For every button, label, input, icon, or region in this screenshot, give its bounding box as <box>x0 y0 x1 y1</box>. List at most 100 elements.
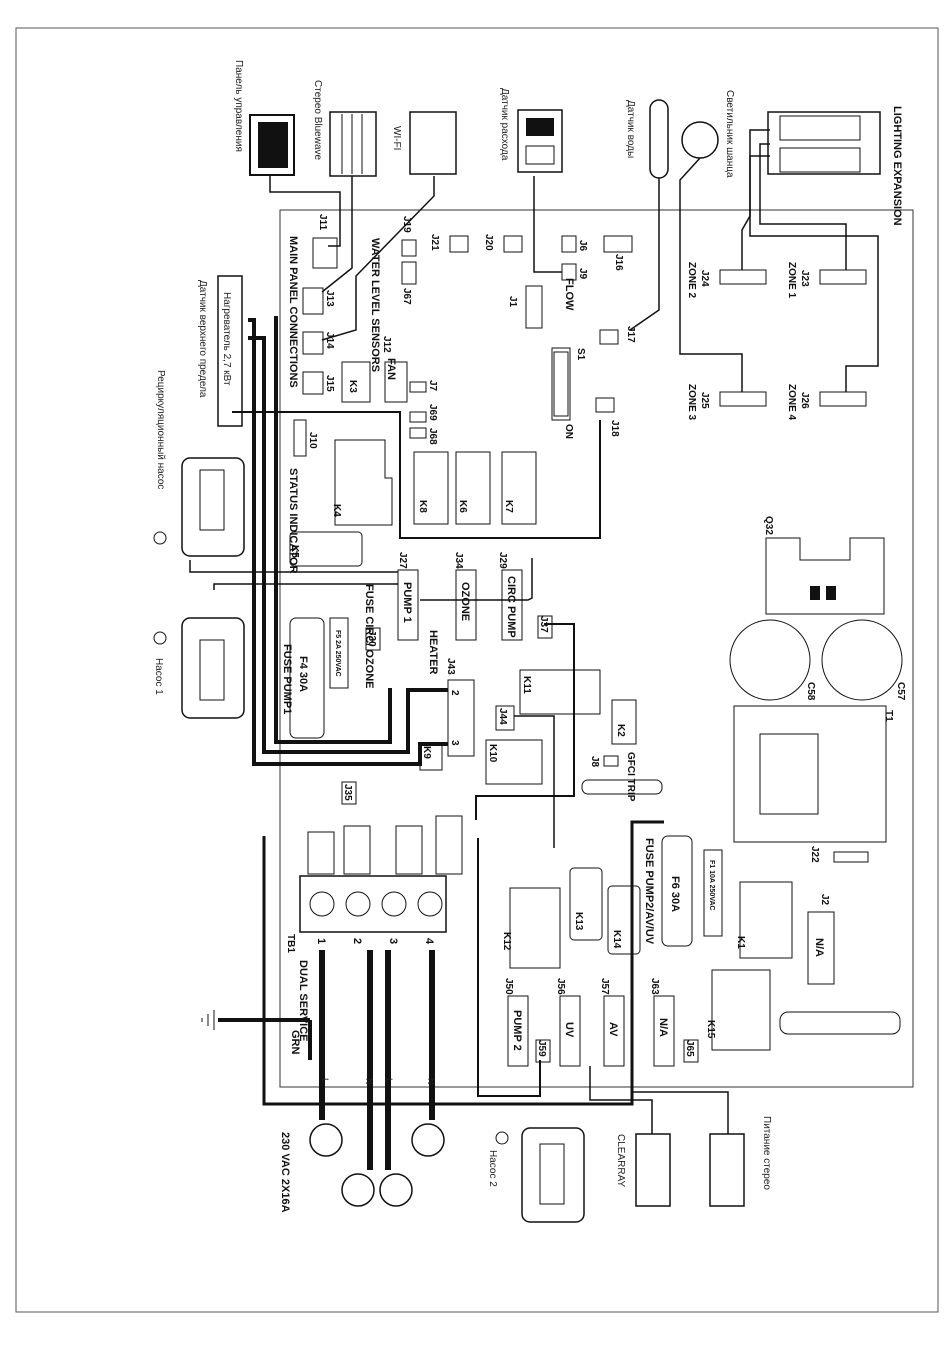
tb-pin2: 2 <box>351 938 363 944</box>
l2-label: L <box>384 1078 394 1083</box>
pump1: Насос 1 <box>153 617 245 719</box>
j57-label: J57 <box>599 978 610 995</box>
uv-label: UV <box>563 1022 575 1038</box>
page-frame <box>15 27 939 1313</box>
j44-label: J44 <box>497 708 508 725</box>
ground-symbol <box>201 1010 215 1030</box>
j65-label: J65 <box>684 1040 695 1057</box>
wifi-label: WI-FI <box>391 126 402 150</box>
k15-label: K15 <box>705 1020 716 1039</box>
zone3-label: ZONE 3 <box>686 384 697 421</box>
j67-label: J67 <box>401 288 412 305</box>
lighting-expansion-module: LIGHTING EXPANSION <box>767 106 903 226</box>
water-sensor: Датчик воды <box>625 99 669 179</box>
j22-label: J22 <box>809 846 820 863</box>
j9-label: J9 <box>577 268 588 280</box>
f4-label: F4 30A <box>297 656 309 692</box>
fuse-bottom-right <box>779 1011 901 1035</box>
f1-label: F1 10A 250VAC <box>708 860 715 911</box>
control-panel-label: Панель управления <box>233 60 244 152</box>
j6-label: J6 <box>577 240 588 252</box>
capacitors: C58 C57 <box>729 619 906 701</box>
t1-label: T1 <box>883 710 894 722</box>
k3-label: K3 <box>347 380 358 393</box>
heater-pin3: 3 <box>449 740 460 746</box>
k10-label: K10 <box>487 744 498 763</box>
j30-label: J30 <box>366 630 377 647</box>
j35-connector <box>341 781 357 805</box>
ground-label: GRN <box>289 1030 301 1055</box>
k9-label: K9 <box>421 746 432 759</box>
supply-terminals <box>309 1123 445 1207</box>
power-wiring <box>189 129 879 1170</box>
j37-label: J37 <box>538 616 549 633</box>
n1-label: N <box>364 1078 374 1085</box>
pump2: Насос 2 <box>487 1127 585 1223</box>
small-jumpers: J7 J69 J68 <box>409 380 438 445</box>
lighting-expansion-label: LIGHTING EXPANSION <box>891 106 903 226</box>
j17-label: J17 <box>625 326 636 343</box>
recirc-pump-label: Рециркуляционный насос <box>155 370 166 489</box>
flow-label: FLOW <box>563 278 575 311</box>
relays-k4-k8: K4 K5 K8 K6 K7 <box>289 439 537 567</box>
zone-connectors: J24 ZONE 2 J23 ZONE 1 J25 ZONE 3 J26 ZON… <box>686 262 867 421</box>
fan-connector: J12 FAN <box>381 336 408 403</box>
k14-label: K14 <box>611 930 622 949</box>
j50-label: J50 <box>503 978 514 995</box>
circ-pump-connector: J29 CIRC PUMP <box>497 552 523 641</box>
pump2-label: Насос 2 <box>487 1150 498 1187</box>
n2-label: N <box>426 1078 436 1085</box>
j18-label: J18 <box>609 420 620 437</box>
j11-label: J11 <box>317 214 328 231</box>
k3-relay: K3 <box>341 361 371 403</box>
k12-relay <box>509 887 561 969</box>
j27-label: J27 <box>397 552 408 569</box>
stereo-power: Питание стерео <box>709 1116 772 1207</box>
gfci-trip: J8 GFCI TRIP <box>589 752 636 802</box>
tb1-label: TB1 <box>285 934 296 953</box>
pump1-connector: J27 PUMP 1 <box>397 552 419 641</box>
fuse-pump1-label: FUSE PUMP1 <box>281 644 293 714</box>
j13-label: J13 <box>324 290 335 307</box>
fuse-circ-label: FUSE CIRC/ OZONE <box>363 584 375 689</box>
ozone-connector: J34 OZONE <box>453 552 477 641</box>
fuse-pump1: F4 30A FUSE PUMP1 F5 2A 250VAC J30 FUSE … <box>281 584 381 739</box>
j29-label: J29 <box>497 552 508 569</box>
j44-connector <box>495 705 515 731</box>
k8-label: K8 <box>417 500 428 513</box>
f5-label: F5 2A 250VAC <box>334 630 341 677</box>
shaft-light-label: Светильник шанца <box>724 90 735 178</box>
k14-relay <box>607 885 641 955</box>
j15-label: J15 <box>324 375 335 392</box>
control-panel: Панель управления <box>233 60 295 176</box>
j12-label: J12 <box>381 336 392 353</box>
k11-label: K11 <box>521 676 532 694</box>
j59-label: J59 <box>536 1040 547 1057</box>
k2-label: K2 <box>615 724 626 737</box>
clearray-label: CLEARRAY <box>615 1134 626 1187</box>
k13-relay <box>569 867 603 941</box>
k11-relay <box>519 669 601 715</box>
j23-label: J23 <box>799 270 810 287</box>
stereo-bluewave: Стерео Bluewave <box>312 80 377 177</box>
j2-connector: J2 N/A <box>807 894 835 985</box>
l1-label: L <box>320 1078 330 1083</box>
stereo-power-label: Питание стерео <box>761 1116 772 1190</box>
j8-label: J8 <box>589 756 600 768</box>
j43-label: J43 <box>445 658 456 675</box>
fuse-pump2-label: FUSE PUMP2/AV/UV <box>643 838 655 945</box>
heater-pin2: 2 <box>449 690 460 696</box>
circ-pump-label: CIRC PUMP <box>505 576 517 638</box>
on-label: ON <box>563 424 574 439</box>
t1-transformer: T1 <box>733 705 894 843</box>
na-connector: J63 N/A J65 <box>649 978 699 1067</box>
k15-relay <box>711 969 771 1051</box>
j26-label: J26 <box>799 392 810 409</box>
s1-switch: S1 ON <box>551 347 586 439</box>
j17-j18: J17 J18 <box>595 326 636 437</box>
av-connector: J57 AV <box>599 978 625 1067</box>
uv-connector: J56 UV <box>555 978 581 1067</box>
c57-label: C57 <box>895 682 906 701</box>
